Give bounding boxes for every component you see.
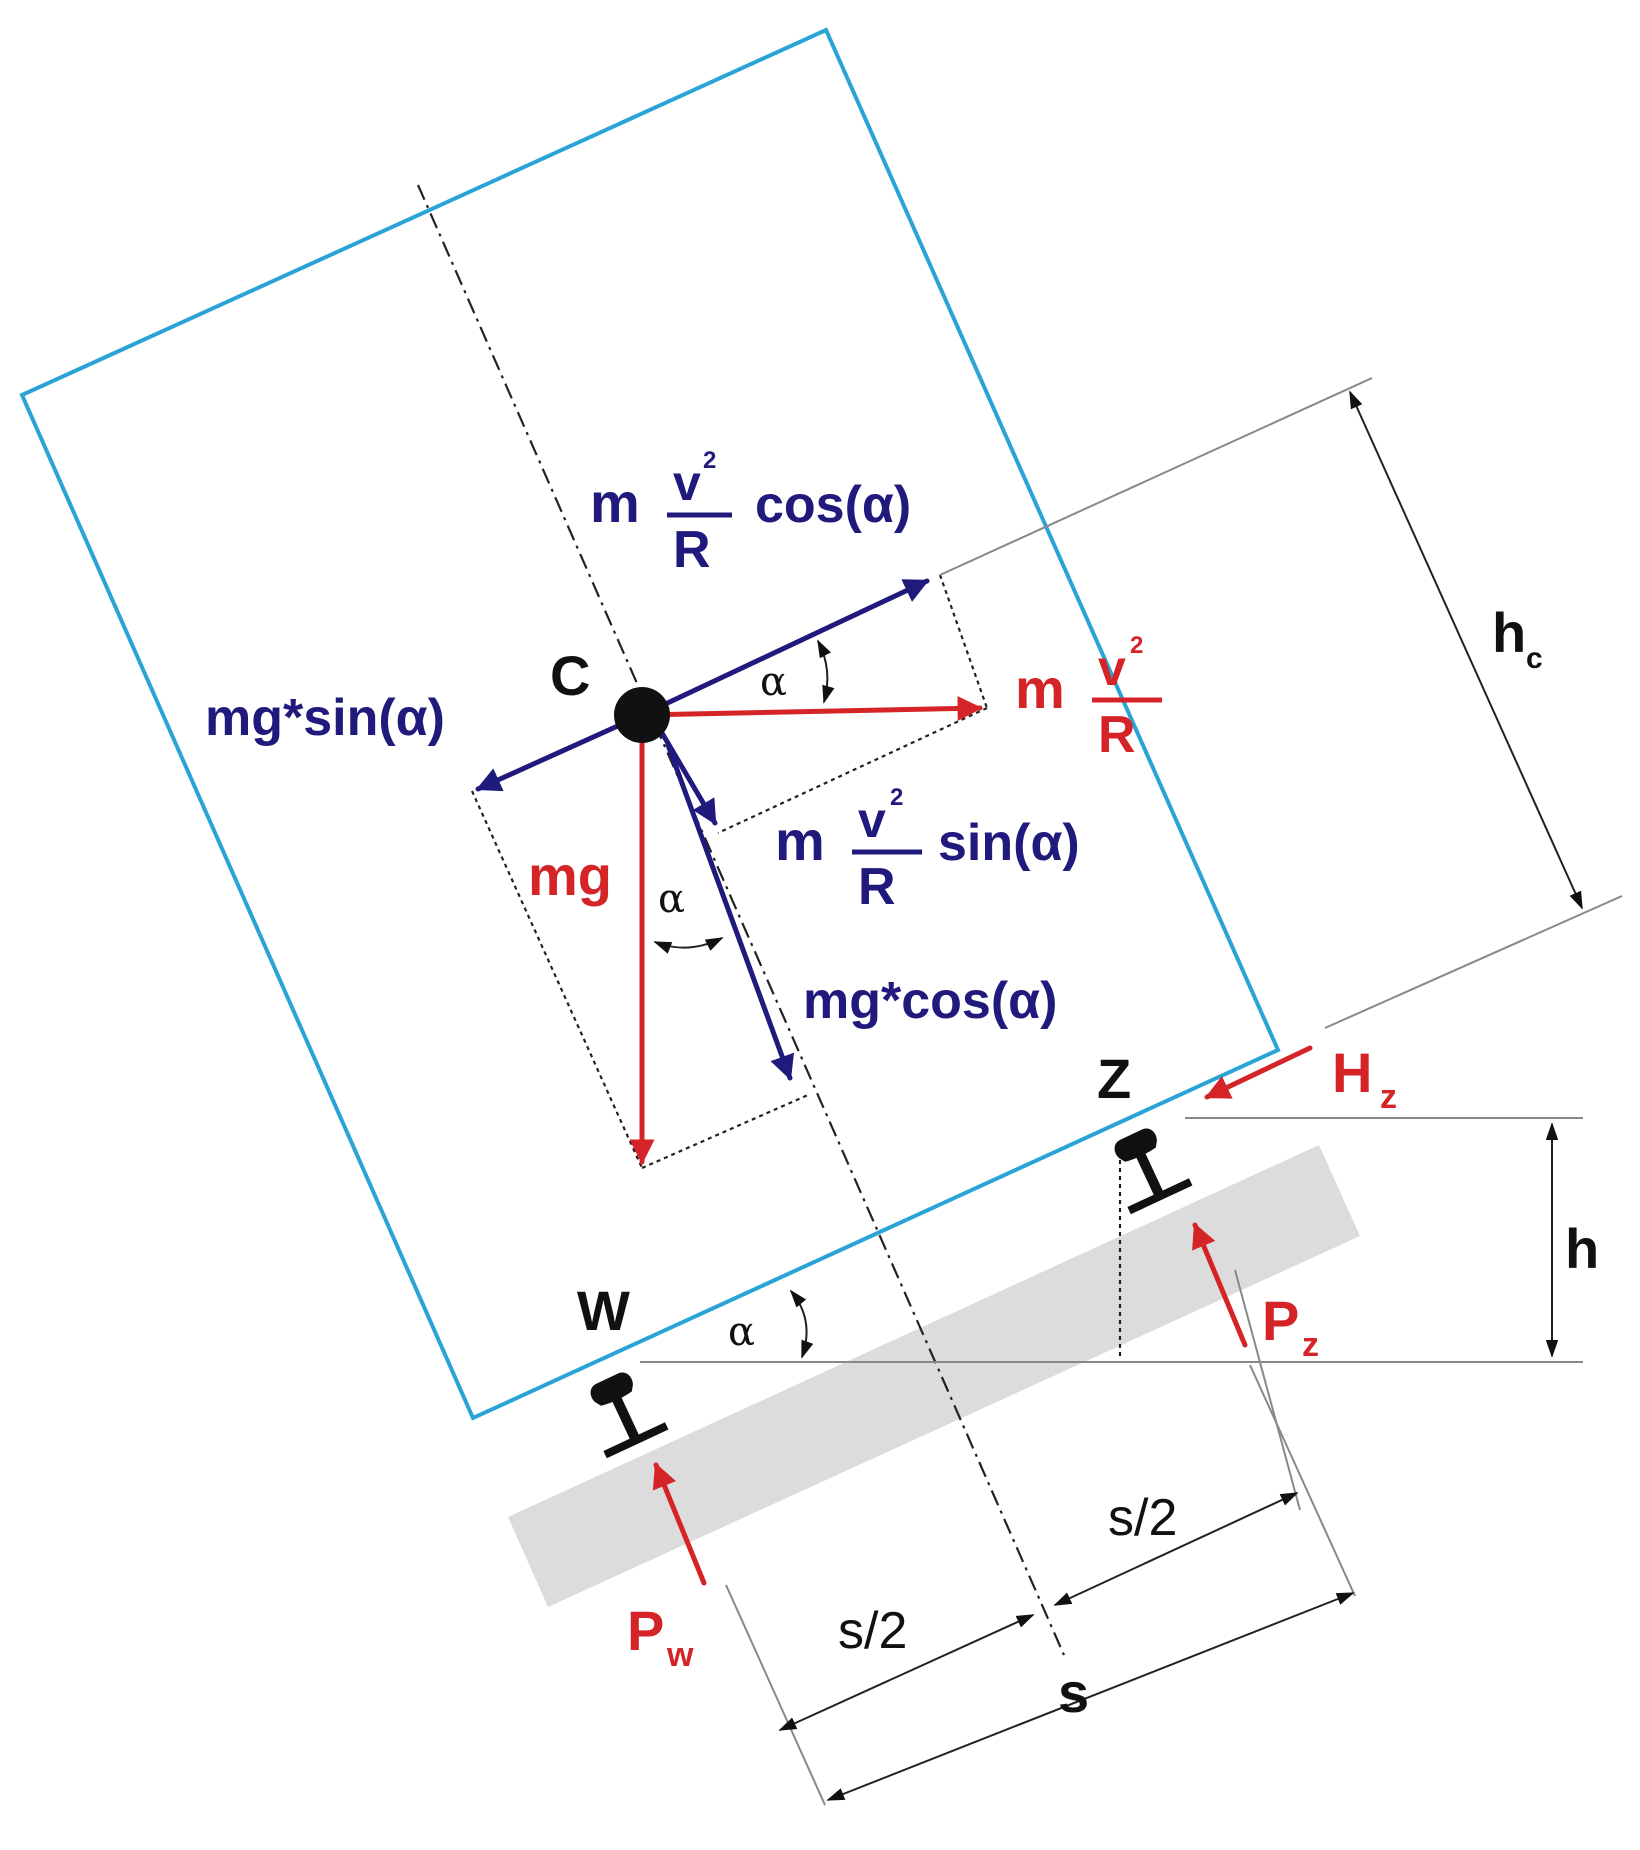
svg-text:R: R bbox=[858, 858, 896, 916]
svg-text:R: R bbox=[673, 521, 711, 579]
guide-force-hz-arrow bbox=[1204, 1045, 1313, 1100]
reference-lines bbox=[640, 377, 1623, 1806]
construction-lines bbox=[470, 574, 1122, 1360]
alpha-label-bottom: α bbox=[728, 1309, 755, 1355]
alpha-arc-top bbox=[817, 639, 835, 704]
alpha-arc-bottom bbox=[789, 1289, 814, 1359]
svg-text:sin(α): sin(α) bbox=[938, 814, 1080, 872]
weight-sin-arrow bbox=[475, 712, 645, 792]
reaction-pz-arrow bbox=[1192, 1222, 1248, 1348]
label-centrifugal: m v 2 R bbox=[1015, 632, 1162, 764]
svg-text:v: v bbox=[673, 455, 701, 511]
svg-text:v: v bbox=[858, 792, 886, 848]
rail-right-icon bbox=[1100, 1120, 1193, 1215]
svg-text:h: h bbox=[1492, 601, 1526, 664]
label-centrifugal-sin: m v 2 R sin(α) bbox=[775, 784, 1080, 916]
rail-left-icon bbox=[576, 1364, 669, 1459]
sleeper bbox=[508, 1145, 1360, 1607]
force-vectors bbox=[475, 578, 1313, 1586]
s-half-right-dimension bbox=[1053, 1492, 1299, 1606]
alpha-label-top: α bbox=[760, 659, 787, 705]
svg-text:z: z bbox=[1302, 1326, 1319, 1364]
svg-text:2: 2 bbox=[890, 784, 903, 811]
svg-text:m: m bbox=[775, 809, 825, 872]
angle-arcs bbox=[653, 639, 835, 1359]
rail-right-label: Z bbox=[1097, 1047, 1131, 1110]
label-weight-cos: mg*cos(α) bbox=[803, 972, 1057, 1030]
label-centrifugal-cos: m v 2 R cos(α) bbox=[590, 447, 911, 579]
svg-text:v: v bbox=[1098, 640, 1126, 696]
alpha-arc-middle bbox=[653, 937, 724, 954]
label-hc: h c bbox=[1492, 601, 1543, 675]
svg-text:2: 2 bbox=[703, 447, 716, 474]
vehicle-body-outline bbox=[19, 27, 1281, 1421]
svg-text:H: H bbox=[1332, 1041, 1372, 1104]
label-reaction-pz: P z bbox=[1262, 1289, 1319, 1364]
centrifugal-cos-arrow bbox=[639, 578, 930, 718]
label-h: h bbox=[1565, 1217, 1599, 1280]
label-weight: mg bbox=[528, 844, 612, 907]
label-s-half-left: s/2 bbox=[838, 1602, 907, 1660]
svg-text:P: P bbox=[627, 1599, 664, 1662]
svg-text:m: m bbox=[1015, 657, 1065, 720]
label-weight-sin: mg*sin(α) bbox=[205, 689, 445, 747]
label-reaction-pw: P w bbox=[627, 1599, 694, 1674]
centrifugal-force-arrow bbox=[639, 695, 983, 721]
dimension-lines bbox=[778, 390, 1583, 1801]
svg-text:z: z bbox=[1380, 1078, 1397, 1116]
center-of-gravity-dot bbox=[614, 687, 670, 743]
symmetry-axis bbox=[416, 184, 1066, 1656]
reaction-pw-arrow bbox=[652, 1462, 707, 1586]
svg-text:m: m bbox=[590, 471, 640, 534]
svg-text:cos(α): cos(α) bbox=[755, 476, 911, 534]
label-s: s bbox=[1058, 1661, 1089, 1724]
label-s-half-right: s/2 bbox=[1108, 1489, 1177, 1547]
s-dimension bbox=[826, 1592, 1355, 1801]
weight-cos-arrow bbox=[665, 742, 794, 1081]
label-guide-force: H z bbox=[1332, 1041, 1397, 1116]
svg-text:w: w bbox=[666, 1636, 694, 1674]
svg-text:P: P bbox=[1262, 1289, 1299, 1352]
svg-text:2: 2 bbox=[1130, 632, 1143, 659]
alpha-label-middle: α bbox=[658, 876, 685, 922]
svg-text:c: c bbox=[1526, 642, 1543, 675]
hc-dimension bbox=[1349, 390, 1583, 910]
svg-text:R: R bbox=[1098, 706, 1136, 764]
rail-left-label: W bbox=[577, 1279, 630, 1342]
center-label: C bbox=[550, 644, 590, 707]
